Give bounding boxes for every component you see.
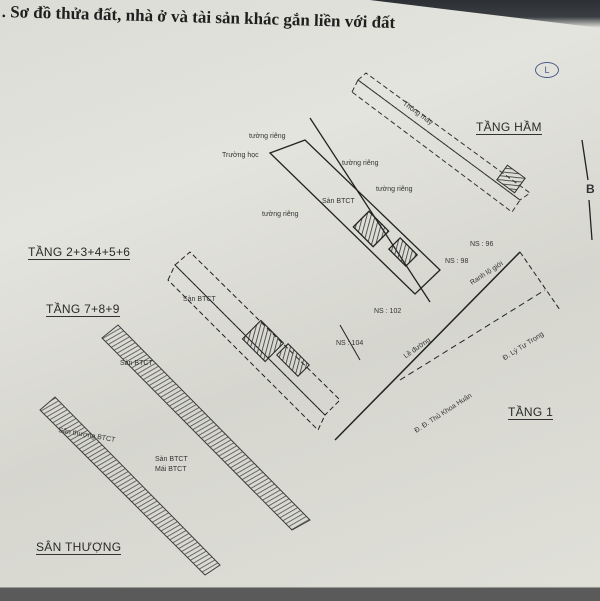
label-ns-104: NS : 104 (336, 340, 364, 347)
label-shared-wall: tường riêng (376, 186, 413, 193)
document-paper (0, 0, 600, 586)
label-slab: Sàn BTCT (183, 296, 216, 303)
label-ns-98: NS : 98 (445, 258, 469, 265)
north-arrow-icon (581, 139, 593, 241)
floor-label-floors-7-9: TẦNG 7+8+9 (46, 302, 120, 317)
label-slab: Sàn BTCT (155, 456, 188, 463)
label-ns-96: NS : 96 (470, 241, 494, 248)
rooftop-plan (39, 396, 221, 576)
floor-label-basement: TẦNG HẦM (476, 120, 542, 135)
floor-label-floors-2-6: TẦNG 2+3+4+5+6 (28, 245, 131, 260)
floor1-plan (268, 117, 561, 441)
label-school: Trường học (222, 152, 259, 159)
floors-7-9-plan (101, 324, 311, 531)
floor-label-floor1: TẦNG 1 (508, 405, 554, 420)
floor-label-rooftop: SÂN THƯỢNG (36, 540, 122, 555)
label-shared-wall: tường riêng (249, 133, 286, 140)
basement-plan (351, 72, 531, 213)
bottom-bar (0, 587, 600, 601)
label-slab: Sàn BTCT (322, 198, 355, 205)
label-shared-wall: tường riêng (342, 160, 379, 167)
label-ns-102: NS : 102 (374, 308, 402, 315)
page-mark: L (535, 62, 559, 78)
label-roof-slab: Mái BTCT (155, 466, 187, 473)
floors-2-6-plan (167, 251, 341, 431)
label-slab: Sàn BTCT (120, 360, 153, 367)
label-shared-wall: tường riêng (262, 211, 299, 218)
north-arrow-label: B (586, 182, 595, 196)
